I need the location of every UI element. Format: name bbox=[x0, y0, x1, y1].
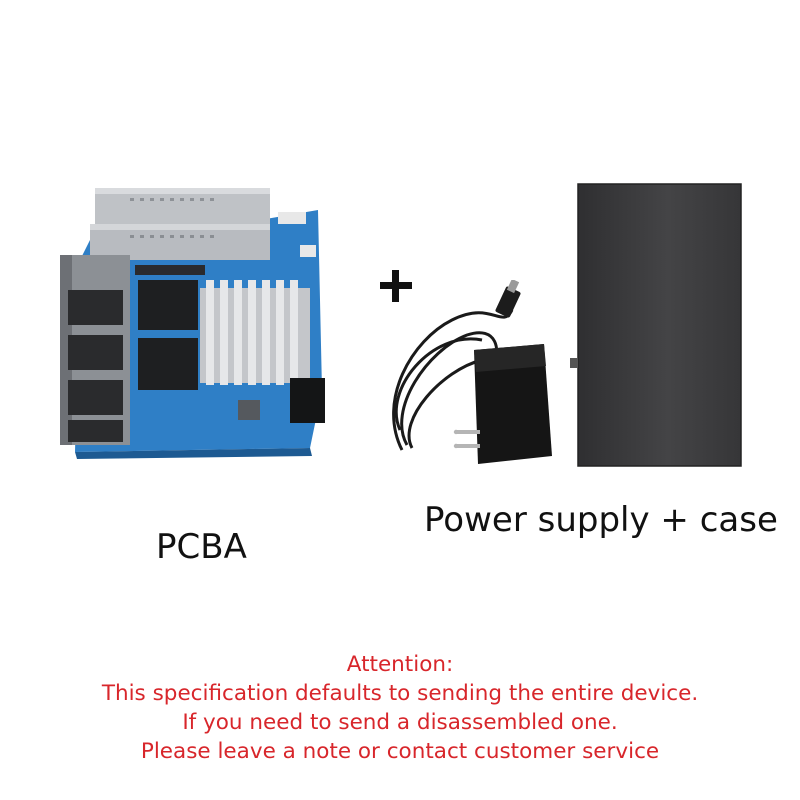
attention-notice: Attention: This specification defaults t… bbox=[0, 650, 800, 766]
rj45-port-block bbox=[60, 255, 130, 445]
notice-title: Attention: bbox=[346, 652, 454, 677]
sfp-cage-top bbox=[95, 188, 270, 224]
notice-line: Please leave a note or contact customer … bbox=[140, 739, 660, 764]
pcba-board-image bbox=[60, 188, 325, 459]
power-adapter-image bbox=[392, 280, 552, 464]
pcba-label: PCBA bbox=[156, 527, 247, 567]
plus-icon bbox=[380, 270, 412, 302]
notice-line: If you need to send a disassembled one. bbox=[182, 710, 618, 735]
sfp-cage-bottom bbox=[90, 224, 270, 260]
heatsink bbox=[200, 280, 310, 385]
power-supply-case-label: Power supply + case bbox=[424, 500, 778, 540]
device-case-image bbox=[570, 183, 742, 467]
notice-line: This specification defaults to sending t… bbox=[101, 681, 699, 706]
